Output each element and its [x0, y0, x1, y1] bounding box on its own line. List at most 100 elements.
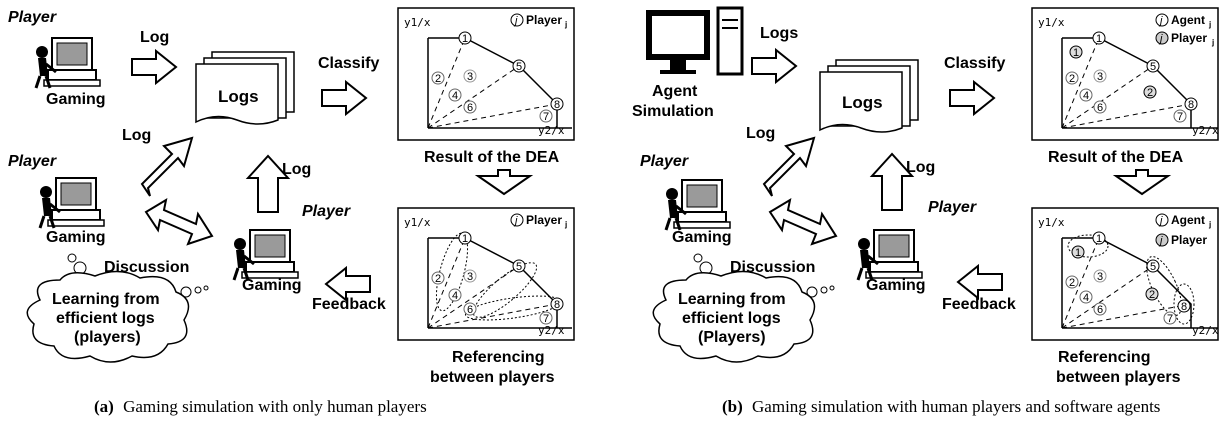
dea-point-7: 7: [543, 111, 549, 123]
classify-label-b: Classify: [944, 55, 1005, 72]
b2-player-point-2: 2: [1149, 289, 1155, 301]
dea-chart-result-b: y1/x y2/x j Agent j j Player j 1 1 2 3 4…: [1031, 7, 1219, 141]
log-label-center-b: Log: [906, 159, 935, 176]
logs-document-icon-b: [819, 59, 919, 133]
dea-point-8: 8: [554, 99, 560, 111]
svg-text:(b) Gaming simulation wi: (b) Gaming simulation with human players…: [722, 397, 1160, 416]
svg-text:(a) Gaming simulation wi: (a) Gaming simulation with only human pl…: [94, 397, 427, 416]
b2-point-3: 3: [1097, 271, 1103, 283]
log-label-mid: Log: [122, 127, 151, 144]
feedback-arrow-icon-b: [957, 265, 1003, 299]
b-point-7: 7: [1177, 111, 1183, 123]
down-arrow-icon: [474, 169, 534, 196]
referencing-label-1: Referencing: [452, 349, 544, 366]
computer-player-icon-right: [232, 228, 300, 282]
chart-ylabel: y1/x: [404, 16, 431, 29]
legend-player-sub-b: j: [1211, 38, 1214, 47]
player-label-mid: Player: [8, 153, 57, 170]
classify-arrow-icon-b: [949, 81, 995, 115]
dea-point-6: 6: [467, 102, 473, 114]
legend-sub: j: [564, 20, 567, 29]
ref-point-7: 7: [543, 313, 549, 325]
thought-cloud-icon-b: [652, 253, 835, 363]
dea-point-2: 2: [435, 73, 441, 85]
logs-label-b: Logs: [842, 93, 883, 112]
gaming-label: Gaming: [46, 91, 106, 108]
player-label: Player: [8, 9, 57, 26]
log-up-arrow-icon-b: [869, 152, 915, 211]
cloud-b-line-2: efficient logs: [682, 310, 781, 327]
computer-player-icon-mid: [38, 176, 106, 230]
feedback-label: Feedback: [312, 296, 386, 313]
referencing-b-1: Referencing: [1058, 349, 1150, 366]
b2-point-2: 2: [1069, 277, 1075, 289]
b-point-2: 2: [1069, 73, 1075, 85]
dea-point-4: 4: [452, 90, 458, 102]
b2-point-5: 5: [1150, 261, 1156, 273]
legend-symbol-2: j: [513, 215, 518, 227]
player-label-mid-b: Player: [640, 153, 689, 170]
dea-result-label-b: Result of the DEA: [1048, 149, 1184, 166]
classify-arrow-icon: [321, 81, 367, 115]
legend-agent-2: Agent: [1171, 213, 1205, 227]
cloud-line-3: (players): [74, 329, 141, 346]
caption-label-b: (b): [722, 397, 743, 416]
caption-text-a: Gaming simulation with only human player…: [123, 397, 427, 416]
b2-point-7: 7: [1167, 313, 1173, 325]
chart-ylabel-b: y1/x: [1038, 16, 1065, 29]
caption-text-b: Gaming simulation with human players and…: [752, 397, 1160, 416]
discussion-double-arrow-icon: [144, 197, 214, 246]
b-point-6: 6: [1097, 102, 1103, 114]
b2-point-6: 6: [1097, 304, 1103, 316]
gaming-label-right: Gaming: [242, 277, 302, 294]
chart-ylabel-2: y1/x: [404, 216, 431, 229]
legend-agent-sub: j: [1208, 20, 1211, 29]
computer-player-icon-mid-b: [664, 178, 732, 232]
legend-agent: Agent: [1171, 13, 1205, 27]
ref-point-3: 3: [467, 271, 473, 283]
log-arrow-icon: [131, 50, 177, 84]
b-player-point-2: 2: [1147, 87, 1153, 99]
feedback-label-b: Feedback: [942, 296, 1016, 313]
thought-cloud-icon: [26, 253, 209, 363]
player-label-right: Player: [302, 203, 351, 220]
player-label-right-b: Player: [928, 199, 977, 216]
legend-agent-sub-2: j: [1208, 220, 1211, 229]
agent-sim-line-1: Agent: [652, 83, 698, 100]
log-label: Log: [140, 29, 169, 46]
b2-point-4: 4: [1083, 292, 1089, 304]
log-label-mid-b: Log: [746, 125, 775, 142]
dea-point-5: 5: [516, 61, 522, 73]
ref-point-6: 6: [467, 304, 473, 316]
referencing-b-2: between players: [1056, 369, 1181, 386]
dea-point-1: 1: [462, 33, 468, 45]
chart-ylabel-b2: y1/x: [1038, 216, 1065, 229]
legend-symbol: j: [513, 15, 518, 27]
b2-point-8: 8: [1181, 301, 1187, 313]
logs-label-top: Logs: [760, 25, 798, 42]
computer-player-icon-right-b: [856, 228, 924, 282]
dea-result-label: Result of the DEA: [424, 149, 560, 166]
dea-chart-referencing-b: y1/x y2/x j Agent j j Player 1 1 2 3 4 5…: [1031, 207, 1219, 341]
cloud-b-line-3: (Players): [698, 329, 766, 346]
classify-label: Classify: [318, 55, 379, 72]
chart-xlabel-2: y2/x: [538, 324, 565, 337]
down-arrow-icon-b: [1112, 169, 1172, 196]
legend-player-b2: Player: [1171, 233, 1207, 247]
cloud-line-2: efficient logs: [56, 310, 155, 327]
b-point-5: 5: [1150, 61, 1156, 73]
monitor-computer-icon: [646, 6, 744, 76]
log-diagonal-arrow-icon: [140, 136, 194, 197]
caption-label-a: (a): [94, 397, 114, 416]
chart-xlabel-b2: y2/x: [1192, 324, 1219, 337]
b2-player-point-1: 1: [1075, 247, 1081, 259]
ref-point-2: 2: [435, 273, 441, 285]
dea-chart-result: y1/x y2/x j Player j 1 2 3 4 5 6 7 8: [397, 7, 575, 141]
legend-player-symbol-b: j: [1158, 33, 1163, 45]
panel-a: Player Gaming Log Logs Classify y1/x y2/…: [8, 7, 575, 416]
legend-player-b: Player: [1171, 31, 1207, 45]
legend-agent-symbol: j: [1158, 15, 1163, 27]
agent-sim-line-2: Simulation: [632, 103, 714, 120]
b-point-1: 1: [1096, 33, 1102, 45]
